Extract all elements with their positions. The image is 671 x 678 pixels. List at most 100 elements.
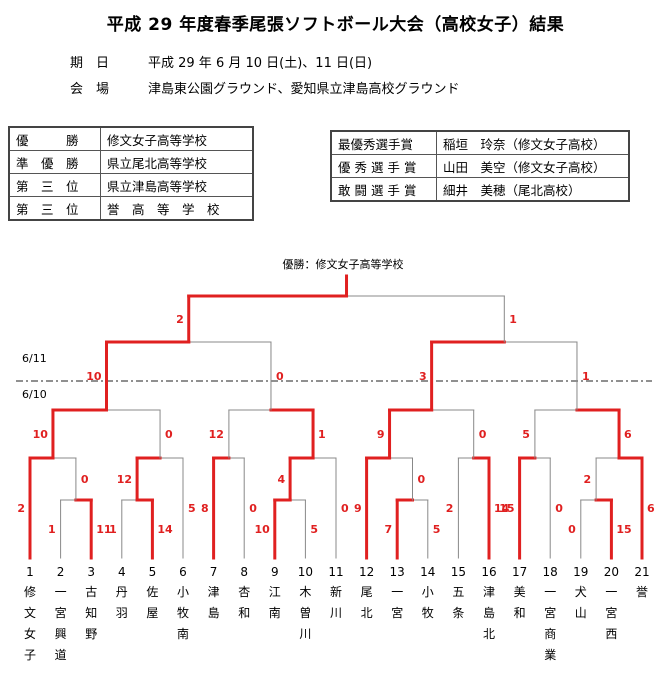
team-name: 一宮興道 (55, 585, 67, 662)
score-label: 1 (509, 313, 517, 326)
team-number: 8 (240, 565, 248, 579)
team-name: 新川 (330, 584, 342, 620)
team-number: 1 (26, 565, 34, 579)
score-label: 0 (249, 502, 257, 515)
score-label: 2 (176, 313, 184, 326)
award-player: 山田 美空（修文女子高校） (436, 154, 630, 178)
score-label: 0 (165, 428, 173, 441)
info-venue-label: 会 場 (70, 82, 110, 97)
score-label: 1 (582, 370, 590, 383)
team-number: 21 (634, 565, 649, 579)
team-number: 3 (87, 565, 95, 579)
team-number: 7 (210, 565, 218, 579)
team-number: 11 (328, 565, 343, 579)
team-name: 一宮商業 (544, 585, 556, 662)
score-label: 0 (276, 370, 284, 383)
score-label: 10 (86, 370, 102, 383)
team-name: 一宮 (391, 585, 403, 620)
team-number: 5 (149, 565, 157, 579)
score-label: 7 (385, 523, 393, 536)
team-number: 16 (481, 565, 496, 579)
results-table: 優 勝 修文女子高等学校 準 優 勝 県立尾北高等学校 第 三 位 県立津島高等… (8, 126, 254, 221)
team-name: 小牧 (422, 585, 434, 620)
info-venue-row: 会 場 津島東公園グラウンド、愛知県立津島高校グラウンド (70, 78, 459, 97)
page-title: 平成 29 年度春季尾張ソフトボール大会（高校女子）結果 (106, 15, 565, 35)
score-label: 5 (522, 428, 530, 441)
team-name: 修文女子 (24, 584, 36, 662)
score-label: 15 (499, 502, 514, 515)
team-number: 12 (359, 565, 374, 579)
team-name: 丹羽 (116, 585, 128, 620)
team-name: 一宮西 (605, 585, 617, 641)
team-name: 美和 (514, 585, 526, 620)
champion-label: 優勝：修文女子高等学校 (283, 257, 404, 271)
results-school: 県立津島高等学校 (100, 173, 254, 197)
results-row: 優 勝 修文女子高等学校 (8, 126, 254, 151)
score-label: 1 (318, 428, 326, 441)
team-name: 尾北 (361, 585, 373, 620)
team-number: 10 (298, 565, 313, 579)
score-label: 0 (555, 502, 563, 515)
info-date-label: 期 日 (70, 56, 110, 71)
team-name: 誉 (636, 585, 648, 599)
score-label: 14 (157, 523, 173, 536)
info-date-value: 平成 29 年 6 月 10 日(土)、11 日(日) (148, 56, 373, 71)
results-row: 第 三 位 誉 高 等 学 校 (8, 196, 254, 221)
team-number: 20 (604, 565, 619, 579)
results-row: 第 三 位 県立津島高等学校 (8, 173, 254, 197)
team-name: 木曽川 (299, 585, 311, 641)
team-number: 13 (390, 565, 405, 579)
score-label: 10 (33, 428, 49, 441)
date-label-day2: 6/11 (22, 352, 47, 365)
team-number: 15 (451, 565, 466, 579)
score-label: 12 (209, 428, 224, 441)
results-rank: 優 勝 (8, 126, 101, 151)
team-number: 9 (271, 565, 279, 579)
team-number: 18 (543, 565, 558, 579)
score-label: 3 (419, 370, 427, 383)
score-label: 6 (647, 502, 655, 515)
score-label: 14 (494, 502, 510, 515)
score-label: 5 (310, 523, 318, 536)
score-label: 6 (624, 428, 632, 441)
score-label: 0 (479, 428, 487, 441)
score-label: 10 (254, 523, 270, 536)
awards-row: 優 秀 選 手 賞 山田 美空（修文女子高校） (330, 154, 630, 178)
team-number: 2 (57, 565, 65, 579)
team-number: 14 (420, 565, 435, 579)
score-label: 2 (446, 502, 454, 515)
awards-table: 最優秀選手賞 稲垣 玲奈（修文女子高校） 優 秀 選 手 賞 山田 美空（修文女… (330, 130, 630, 202)
results-school: 県立尾北高等学校 (100, 150, 254, 174)
score-label: 15 (616, 523, 631, 536)
team-number: 6 (179, 565, 187, 579)
score-label: 1 (109, 523, 117, 536)
team-number: 17 (512, 565, 527, 579)
score-label: 5 (433, 523, 441, 536)
award-player: 細井 美穂（尾北高校） (436, 177, 630, 202)
team-number: 4 (118, 565, 126, 579)
team-name: 佐屋 (146, 585, 158, 620)
score-label: 5 (188, 502, 196, 515)
results-row: 準 優 勝 県立尾北高等学校 (8, 150, 254, 174)
team-name: 古知野 (85, 584, 97, 641)
results-school: 誉 高 等 学 校 (100, 196, 254, 221)
score-label: 2 (583, 473, 591, 486)
score-label: 9 (377, 428, 385, 441)
score-label: 1 (48, 523, 56, 536)
score-label: 4 (277, 473, 285, 486)
team-name: 小牧南 (177, 585, 189, 641)
info-venue-value: 津島東公園グラウンド、愛知県立津島高校グラウンド (148, 82, 460, 97)
score-label: 2 (17, 502, 25, 515)
results-rank: 第 三 位 (8, 196, 101, 221)
results-rank: 第 三 位 (8, 173, 101, 197)
team-name: 五条 (452, 585, 464, 620)
team-name: 杏和 (238, 585, 250, 620)
award-player: 稲垣 玲奈（修文女子高校） (436, 130, 630, 155)
awards-row: 最優秀選手賞 稲垣 玲奈（修文女子高校） (330, 130, 630, 155)
score-label: 9 (354, 502, 362, 515)
team-name: 犬山 (575, 585, 587, 620)
team-name: 津島北 (483, 585, 495, 641)
awards-row: 敢 闘 選 手 賞 細井 美穂（尾北高校） (330, 177, 630, 202)
